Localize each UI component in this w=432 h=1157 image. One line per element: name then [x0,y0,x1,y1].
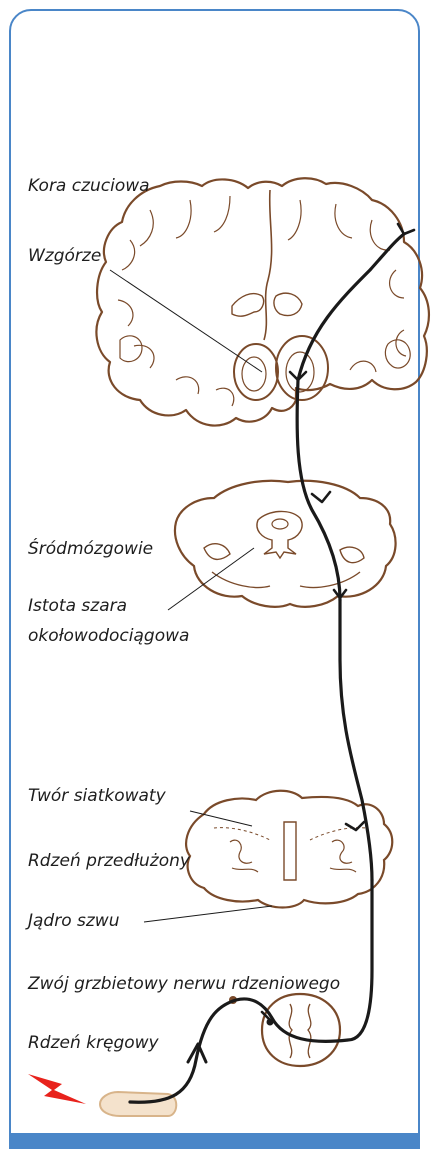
label-pag-line1: Istota szara [28,595,127,617]
label-thalamus: Wzgórze [28,245,101,267]
medulla-section [186,791,392,908]
spinal-cord-section [262,994,340,1066]
leader-raphe [144,906,272,922]
label-drg: Zwój grzbietowy nerwu rdzeniowego [28,973,340,995]
label-spinal-cord: Rdzeń kręgowy [28,1032,159,1054]
finger [100,1092,176,1116]
synapse-dot [267,1019,274,1026]
label-pag-line2: okołowodociągowa [28,625,189,647]
label-medulla: Rdzeń przedłużony [28,850,190,872]
label-sensory-cortex: Kora czuciowa [28,175,150,197]
nociceptive-pathway [130,234,404,1102]
brain-section [96,178,428,425]
label-raphe: Jądro szwu [28,910,119,932]
midbrain-section [175,481,396,607]
leader-lines [110,270,272,922]
label-reticular: Twór siatkowaty [28,785,166,807]
label-midbrain: Śródmózgowie [28,538,153,560]
leader-thalamus [110,270,262,372]
lightning-bolt-icon [28,1074,86,1104]
